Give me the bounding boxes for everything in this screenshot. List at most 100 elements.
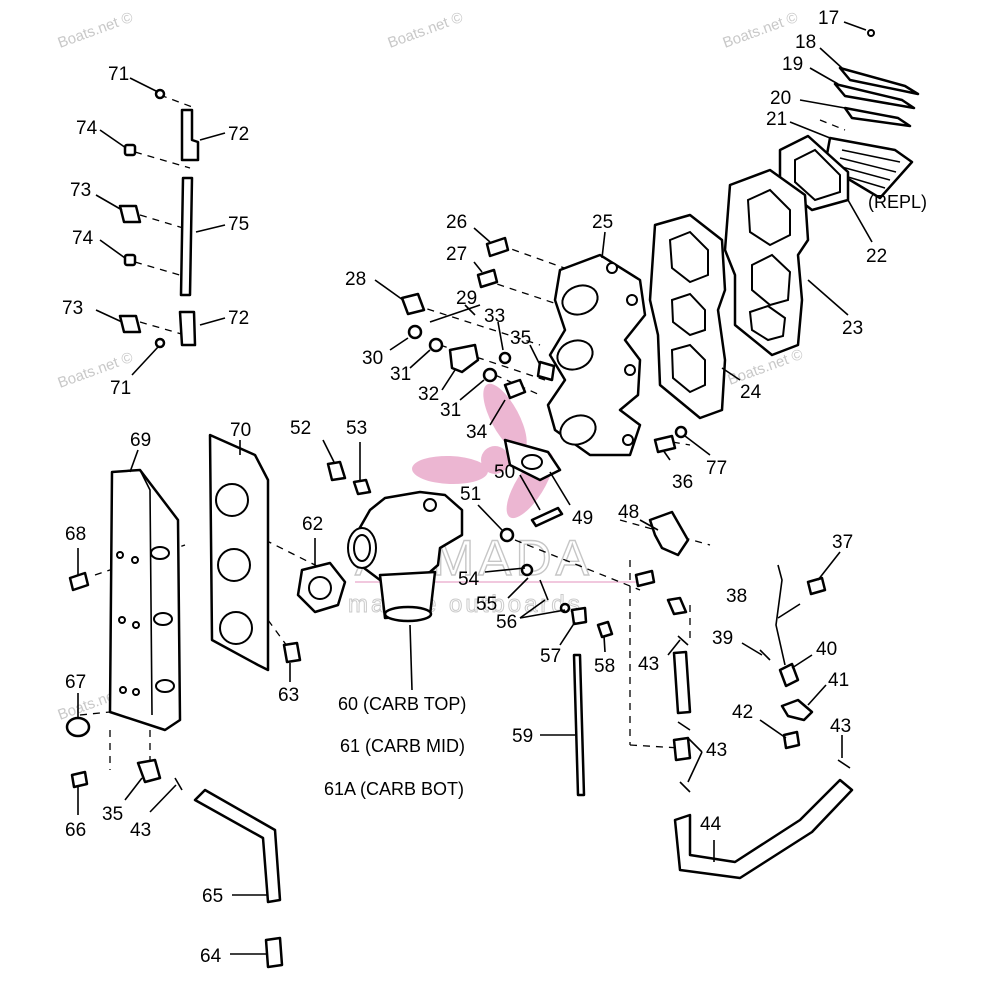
label-32: 32 (418, 384, 439, 405)
reed-petal-19 (833, 82, 916, 110)
screw-27 (476, 268, 499, 289)
clip-43a (677, 635, 689, 646)
label-49: 49 (572, 508, 593, 529)
plug-53 (352, 478, 372, 496)
label-63: 63 (278, 685, 299, 706)
bracket-32 (448, 343, 480, 374)
rod-29 (429, 304, 481, 323)
watermark-text: Boats.net © (726, 346, 806, 389)
label-44: 44 (700, 814, 722, 835)
part-labels: 17 18 19 20 21 (REPL) 22 23 24 25 26 27 … (62, 8, 927, 967)
label-36: 36 (672, 472, 693, 493)
screw-54 (634, 569, 656, 588)
note-carb-mid: 61 (CARB MID) (340, 736, 465, 756)
label-40: 40 (816, 639, 837, 660)
link-72-top (180, 108, 200, 162)
screw-26 (485, 236, 510, 258)
leader-lines (77, 21, 873, 955)
nut-71-bot (154, 337, 166, 349)
label-71-bot: 71 (110, 378, 131, 399)
washer-30 (407, 324, 423, 340)
label-21: 21 (766, 109, 787, 130)
label-29: 29 (456, 288, 477, 309)
nut-51 (499, 527, 515, 543)
label-74-top: 74 (76, 118, 98, 139)
plug-58 (596, 620, 614, 639)
clip-34 (503, 378, 527, 400)
label-43-left: 43 (130, 820, 151, 841)
note-carb-bot: 61A (CARB BOT) (324, 779, 464, 799)
label-67: 67 (65, 672, 86, 693)
screw-74-mid (123, 253, 137, 267)
label-74-mid: 74 (72, 228, 94, 249)
label-25: 25 (592, 212, 613, 233)
label-57: 57 (540, 646, 561, 667)
reed-screw-17 (867, 29, 875, 37)
reed-stop-18 (838, 66, 920, 96)
label-62: 62 (302, 514, 323, 535)
label-50: 50 (494, 462, 515, 483)
label-35a: 35 (510, 328, 531, 349)
label-72-bot: 72 (228, 308, 249, 329)
label-30: 30 (362, 348, 383, 369)
label-17: 17 (818, 8, 839, 29)
label-73-top: 73 (70, 180, 91, 201)
rod-75 (179, 176, 194, 297)
small-hardware (326, 236, 690, 639)
hose-65 (193, 788, 282, 904)
label-68: 68 (65, 524, 86, 545)
label-43-right: 43 (830, 716, 851, 737)
bracket-41 (780, 698, 814, 722)
clip-43b (677, 721, 691, 731)
label-69: 69 (130, 430, 151, 451)
label-52: 52 (290, 418, 311, 439)
watermark-text: Boats.net © (721, 9, 801, 52)
hose-44 (673, 778, 854, 880)
fitting-35-bot (136, 758, 162, 784)
label-31b: 31 (440, 400, 461, 421)
washer-31b (482, 367, 498, 383)
screw-36 (653, 434, 677, 454)
tee-fitting (672, 736, 692, 762)
silencer-cover-69 (108, 468, 182, 732)
label-27: 27 (446, 244, 467, 265)
left-hardware (65, 571, 284, 969)
reed-spacer-20 (843, 106, 912, 128)
label-54: 54 (458, 569, 480, 590)
label-34: 34 (466, 422, 488, 443)
stud-50 (530, 506, 564, 528)
watermark-text: Boats.net © (56, 9, 136, 52)
screw-57 (570, 606, 588, 626)
clip-73-top (118, 204, 142, 224)
label-28: 28 (345, 269, 366, 290)
label-26: 26 (446, 212, 467, 233)
label-38: 38 (726, 586, 747, 607)
label-66: 66 (65, 820, 86, 841)
label-18: 18 (795, 32, 816, 53)
label-20: 20 (770, 88, 791, 109)
fitting-35-top (536, 360, 556, 382)
washer-77 (674, 425, 688, 439)
label-33: 33 (484, 306, 505, 327)
label-71-top: 71 (108, 64, 129, 85)
screw-66 (70, 770, 89, 789)
label-31a: 31 (390, 364, 411, 385)
clip-43c (679, 781, 691, 793)
label-64: 64 (200, 946, 222, 967)
label-73-bot: 73 (62, 298, 83, 319)
note-repl: (REPL) (868, 192, 927, 212)
link-40 (778, 662, 800, 688)
label-48: 48 (618, 502, 639, 523)
gasket-24 (648, 213, 727, 420)
pin-56a (539, 579, 549, 601)
label-37: 37 (832, 532, 853, 553)
line-59 (572, 653, 586, 797)
label-19: 19 (782, 54, 803, 75)
intake-manifold-25 (546, 253, 647, 457)
label-23: 23 (842, 318, 863, 339)
carburetor-assembly (282, 490, 464, 664)
nut-33 (498, 351, 512, 365)
screw-37 (806, 576, 827, 596)
label-41: 41 (828, 670, 849, 691)
throttle-linkage (118, 88, 200, 349)
